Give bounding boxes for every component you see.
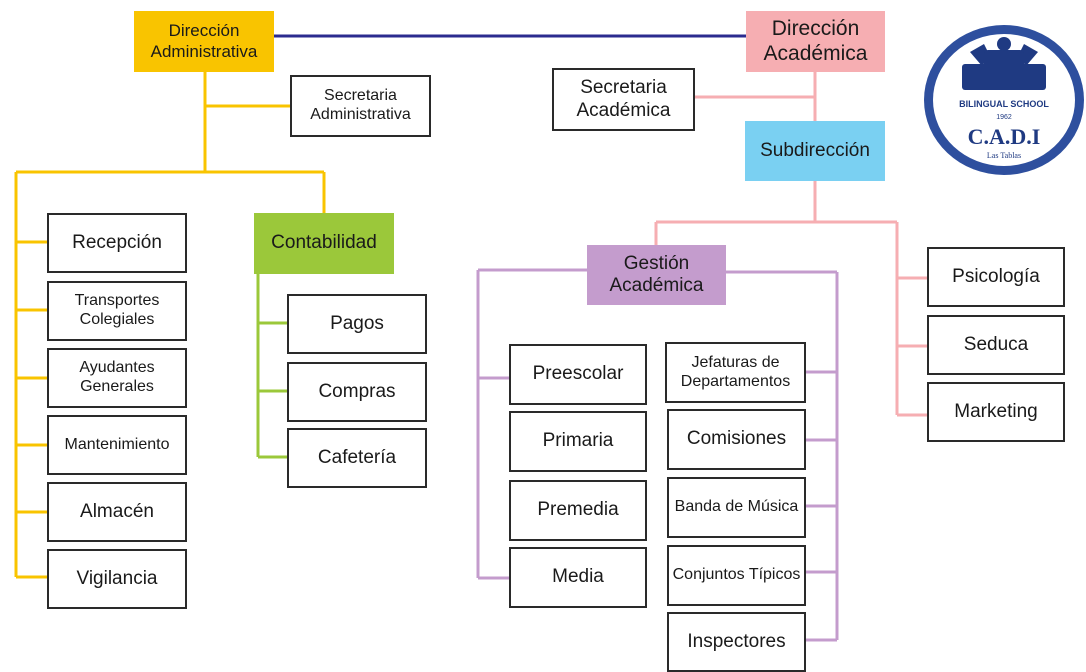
- group-label: Inspectores: [687, 630, 786, 652]
- level-label: Media: [552, 566, 604, 588]
- group-music-band-box: Banda de Música: [667, 477, 806, 538]
- group-commissions-box: Comisiones: [667, 409, 806, 470]
- administrative-direction-box: Dirección Administrativa: [134, 11, 274, 72]
- administrative-secretary-box: Secretaria Administrativa: [290, 75, 431, 137]
- accounting-unit-label: Compras: [318, 380, 396, 402]
- level-preschool-box: Preescolar: [509, 344, 647, 405]
- academic-direction-box: Dirección Académica: [746, 11, 885, 72]
- unit-security-box: Vigilancia: [47, 549, 187, 609]
- accounting-payments-box: Pagos: [287, 294, 427, 354]
- support-label: Psicología: [952, 265, 1040, 287]
- unit-label: Ayudantes Generales: [79, 359, 155, 395]
- accounting-unit-label: Cafetería: [317, 446, 397, 468]
- academic-lines: [654, 72, 927, 417]
- unit-general-helpers-box: Ayudantes Generales: [47, 348, 187, 408]
- group-label: Banda de Música: [674, 498, 799, 516]
- unit-label: Recepción: [72, 231, 162, 253]
- accounting-purchases-box: Compras: [287, 362, 427, 422]
- academic-management-label: Gestión Académica: [609, 252, 704, 296]
- crest-place-text: Las Tablas: [987, 151, 1021, 160]
- level-label: Preescolar: [532, 363, 624, 385]
- crest-emblem-icon: [962, 37, 1046, 90]
- school-crest-logo: BILINGUAL SCHOOL 1962 C.A.D.I Las Tablas: [924, 25, 1084, 175]
- accounting-cafeteria-box: Cafetería: [287, 428, 427, 488]
- accounting-lines: [256, 274, 287, 459]
- crest-name-text: C.A.D.I: [968, 124, 1041, 149]
- management-lines: [476, 268, 839, 642]
- crest-year-text: 1962: [996, 114, 1012, 121]
- group-typical-ensembles-box: Conjuntos Típicos: [667, 545, 806, 606]
- academic-secretary-box: Secretaria Académica: [552, 68, 695, 131]
- level-primary-box: Primaria: [509, 411, 647, 472]
- unit-maintenance-box: Mantenimiento: [47, 415, 187, 475]
- support-marketing-box: Marketing: [927, 382, 1065, 442]
- support-label: Marketing: [954, 400, 1038, 422]
- academic-direction-label: Dirección Académica: [763, 16, 868, 65]
- group-department-heads-box: Jefaturas de Departamentos: [665, 342, 806, 403]
- support-psychology-box: Psicología: [927, 247, 1065, 307]
- level-label: Premedia: [537, 499, 619, 521]
- unit-transport-box: Transportes Colegiales: [47, 281, 187, 341]
- administrative-direction-label: Dirección Administrativa: [150, 21, 258, 61]
- accounting-label: Contabilidad: [271, 232, 377, 254]
- group-inspectors-box: Inspectores: [667, 612, 806, 672]
- level-label: Primaria: [542, 430, 614, 452]
- group-label: Comisiones: [686, 428, 787, 450]
- unit-label: Transportes Colegiales: [74, 292, 160, 328]
- unit-label: Almacén: [80, 500, 154, 522]
- support-label: Seduca: [963, 333, 1029, 355]
- academic-management-box: Gestión Académica: [587, 245, 726, 305]
- accounting-box: Contabilidad: [254, 213, 394, 274]
- group-label: Jefaturas de Departamentos: [680, 353, 791, 390]
- group-label: Conjuntos Típicos: [672, 566, 801, 584]
- support-seduca-box: Seduca: [927, 315, 1065, 375]
- level-premedia-box: Premedia: [509, 480, 647, 541]
- accounting-unit-label: Pagos: [330, 312, 384, 334]
- administrative-lines: [14, 72, 326, 579]
- unit-warehouse-box: Almacén: [47, 482, 187, 542]
- unit-reception-box: Recepción: [47, 213, 187, 273]
- administrative-secretary-label: Secretaria Administrativa: [310, 87, 411, 123]
- level-media-box: Media: [509, 547, 647, 608]
- unit-label: Vigilancia: [76, 567, 158, 589]
- subdirection-box: Subdirección: [745, 121, 885, 181]
- unit-label: Mantenimiento: [64, 435, 170, 453]
- subdirection-label: Subdirección: [760, 139, 870, 161]
- academic-secretary-label: Secretaria Académica: [576, 77, 671, 121]
- crest-top-text: BILINGUAL SCHOOL: [959, 99, 1049, 109]
